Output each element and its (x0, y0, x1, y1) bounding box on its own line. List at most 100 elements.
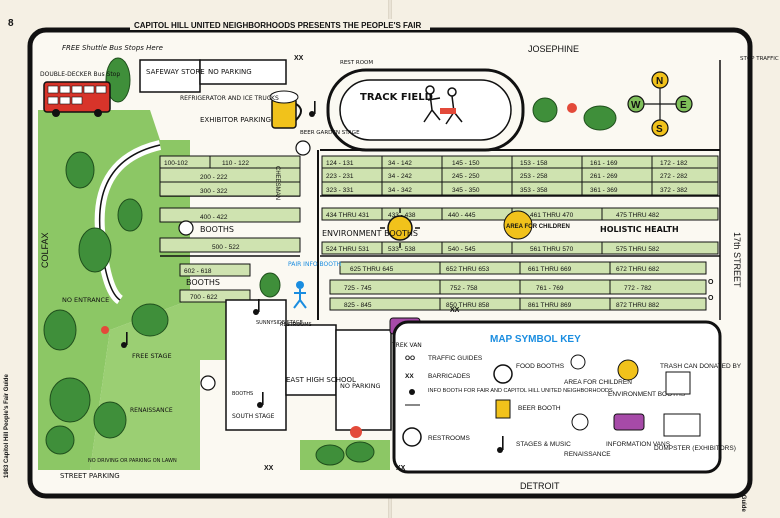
booth-num: 34 - 142 (388, 160, 412, 167)
no-entrance-label: NO ENTRANCE (62, 296, 109, 304)
booth-number-labels: 100-102 110 - 122 200 - 222 300 - 322 12… (164, 160, 688, 309)
no-parking-top-label: NO PARKING (208, 68, 252, 76)
info-booth-label: PAIR INFO BOOTH (288, 261, 341, 268)
compass-w: W (631, 100, 641, 111)
booth-num: 153 - 158 (520, 160, 548, 167)
margin-stop-traffic-label: STOP TRAFFIC (740, 56, 779, 62)
double-decker-bus-icon (43, 81, 111, 117)
key-items: OO TRAFFIC GUIDES XX BARRICADES INFO BOO… (402, 354, 742, 458)
key-label: BARRICADES (428, 373, 471, 380)
info-booth-icon (293, 281, 307, 309)
svg-text:XX: XX (450, 307, 460, 314)
free-stage-label: FREE STAGE (132, 352, 172, 360)
music-note-icon (121, 101, 316, 408)
svg-text:XX: XX (294, 55, 304, 62)
trash-icon (665, 371, 691, 395)
environment-sun-icon (380, 208, 420, 248)
street-top-label: JOSEPHINE (528, 44, 579, 54)
safeway-building (139, 59, 201, 93)
children-area-icon (570, 354, 586, 370)
booth-num: 725 - 745 (344, 285, 372, 292)
environment-icon (617, 359, 639, 381)
key-label: TRAFFIC GUIDES (428, 355, 483, 362)
street-right-label: 17th STREET (732, 232, 742, 288)
children-area-label: AREA FOR CHILDREN (506, 224, 570, 230)
renaissance-label: RENAISSANCE (130, 407, 173, 414)
beer-booth-icon (495, 399, 511, 419)
booth-num: 825 - 845 (344, 302, 372, 309)
booth-num: 575 THRU 582 (616, 246, 660, 253)
stages-icon (497, 436, 504, 453)
beer-mug-icon (269, 90, 302, 129)
booth-num: 752 - 758 (450, 285, 478, 292)
booth-num: 475 THRU 482 (616, 212, 660, 219)
booth-num: 100-102 (164, 160, 188, 167)
booth-grid-nw (159, 155, 301, 197)
east-high-center (285, 324, 337, 396)
booth-num: 361 - 369 (590, 187, 618, 194)
booth-grid-lower (179, 261, 707, 311)
env-booths-label: ENVIRONMENT BOOTHS (322, 229, 418, 238)
key-label: BEER BOOTH (518, 405, 561, 412)
track-label: TRACK FIELD (360, 92, 433, 103)
food-booth-icon (178, 140, 311, 391)
booth-num: 172 - 182 (660, 160, 688, 167)
booth-num: 245 - 250 (452, 173, 480, 180)
key-label: DUMPSTER (EXHIBITORS) (654, 445, 736, 452)
children-area-icon (503, 210, 533, 240)
restrooms-icon (402, 427, 422, 447)
barricade-marks: XX XX XX OO XX (264, 55, 714, 472)
trek-van-label: TREK VAN (391, 342, 422, 349)
booth-num: 652 THRU 653 (446, 266, 490, 273)
booth-num: 161 - 169 (590, 160, 618, 167)
booth-num: 261 - 269 (590, 173, 618, 180)
key-label: AREA FOR CHILDREN (564, 379, 632, 386)
barricades-icon: XX (405, 373, 414, 380)
traffic-guides-icon: OO (405, 355, 415, 362)
banner-title: CAPITOL HILL UNITED NEIGHBORHOODS PRESEN… (134, 21, 421, 30)
beer-stage-label: BEER GARDEN STAGE (300, 130, 360, 136)
booth-num: 200 - 222 (200, 174, 228, 181)
no-parking-mid-label: NO PARKING (340, 382, 381, 390)
food-booths-icon (493, 364, 513, 384)
info-booth-icon (405, 389, 420, 406)
renaissance-icon (571, 413, 589, 431)
east-high-label: EAST HIGH SCHOOL (286, 376, 356, 384)
key-label: FOOD BOOTHS (516, 363, 565, 370)
booth-num: 253 - 258 (520, 173, 548, 180)
key-label: TRASH CAN DONATED BY (660, 363, 742, 370)
rest-room-label: REST ROOM (340, 60, 373, 66)
key-label: INFO BOOTH FOR FAIR AND CAPITOL HILL UNI… (428, 388, 613, 394)
key-label: RESTROOMS (428, 435, 471, 442)
runner-icon (423, 85, 463, 125)
holistic-label: HOLISTIC HEALTH (600, 225, 679, 234)
exhibitor-label: EXHIBITOR PARKING (200, 116, 271, 124)
booth-num: 223 - 231 (326, 173, 354, 180)
south-stage-label: SOUTH STAGE (232, 413, 275, 420)
booth-num: 850 THRU 858 (446, 302, 490, 309)
flower-icon (101, 103, 577, 438)
booth-num: 300 - 322 (200, 188, 228, 195)
no-driving-label: NO DRIVING OR PARKING ON LAWN (88, 458, 177, 464)
svg-text:XX: XX (264, 465, 274, 472)
booth-grid-ne (321, 155, 719, 196)
compass-s: S (656, 124, 663, 135)
key-label: STAGES & MUSIC (516, 441, 571, 448)
compass-e: E (680, 100, 687, 111)
street-bottom-label: DETROIT (520, 481, 560, 491)
shuttle-label: FREE Shuttle Bus Stops Here (62, 44, 163, 52)
booth-num: 461 THRU 470 (530, 212, 574, 219)
page-number: 8 (8, 18, 14, 29)
compass-rose (627, 71, 693, 137)
no-parking-lot (199, 59, 287, 85)
sunnyside-stage-label: SUNNYSIDE STAGE (256, 320, 303, 326)
booth-num: 323 - 331 (326, 187, 354, 194)
booth-num: 602 - 618 (184, 268, 212, 275)
booth-num: 272 - 282 (660, 173, 688, 180)
booth-num: 400 - 422 (200, 214, 228, 221)
booth-num: 500 - 522 (212, 244, 240, 251)
booth-num: 772 - 782 (624, 285, 652, 292)
restrooms-label: RESTROOMS (280, 322, 312, 328)
